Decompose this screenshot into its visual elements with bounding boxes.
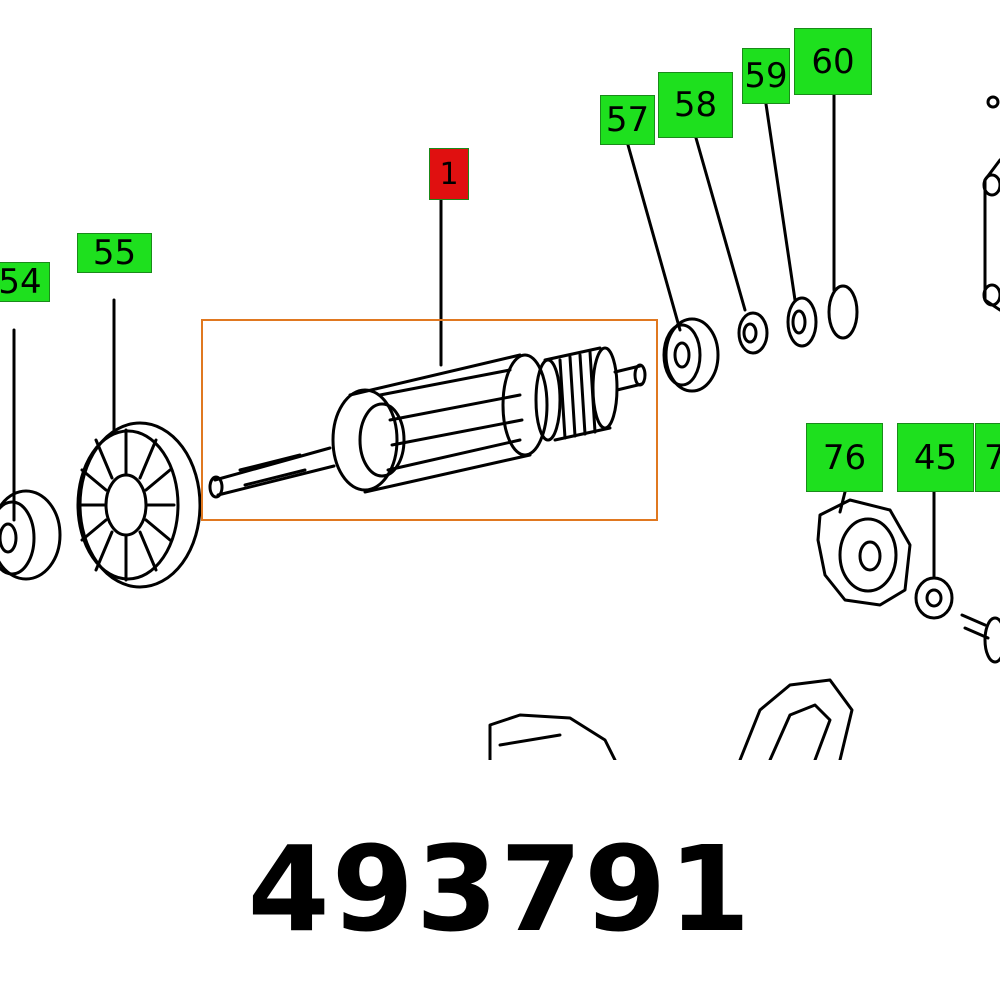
callout-7-partial[interactable]: 7 bbox=[975, 423, 1000, 492]
callout-76[interactable]: 76 bbox=[806, 423, 883, 492]
part-number: 493791 bbox=[247, 820, 753, 958]
callout-60[interactable]: 60 bbox=[794, 28, 872, 95]
holder-76-drawing bbox=[816, 498, 912, 607]
callout-45[interactable]: 45 bbox=[897, 423, 974, 492]
washer-59-drawing bbox=[786, 296, 818, 348]
armature-1-drawing bbox=[208, 346, 647, 499]
fan-55-drawing bbox=[76, 421, 202, 589]
screw-partial-drawing bbox=[960, 613, 1000, 664]
callout-58[interactable]: 58 bbox=[658, 72, 733, 138]
bearing-57-drawing bbox=[662, 317, 720, 393]
ring-60-drawing bbox=[827, 284, 859, 340]
housing-partial-drawing bbox=[982, 95, 1000, 312]
callout-54[interactable]: 54 bbox=[0, 262, 50, 302]
washer-45-drawing bbox=[914, 576, 954, 620]
bearing-54-drawing bbox=[0, 489, 62, 581]
bottom-parts-drawing bbox=[488, 678, 854, 760]
callout-55[interactable]: 55 bbox=[77, 233, 152, 273]
callout-57[interactable]: 57 bbox=[600, 95, 655, 145]
washer-58-drawing bbox=[737, 311, 769, 355]
leader-lines bbox=[12, 93, 936, 580]
parts-drawing bbox=[0, 93, 1000, 760]
exploded-parts-diagram: 54 55 1 57 58 59 60 76 45 7 bbox=[0, 28, 1000, 760]
callout-1[interactable]: 1 bbox=[429, 148, 469, 200]
callout-59[interactable]: 59 bbox=[742, 48, 790, 104]
